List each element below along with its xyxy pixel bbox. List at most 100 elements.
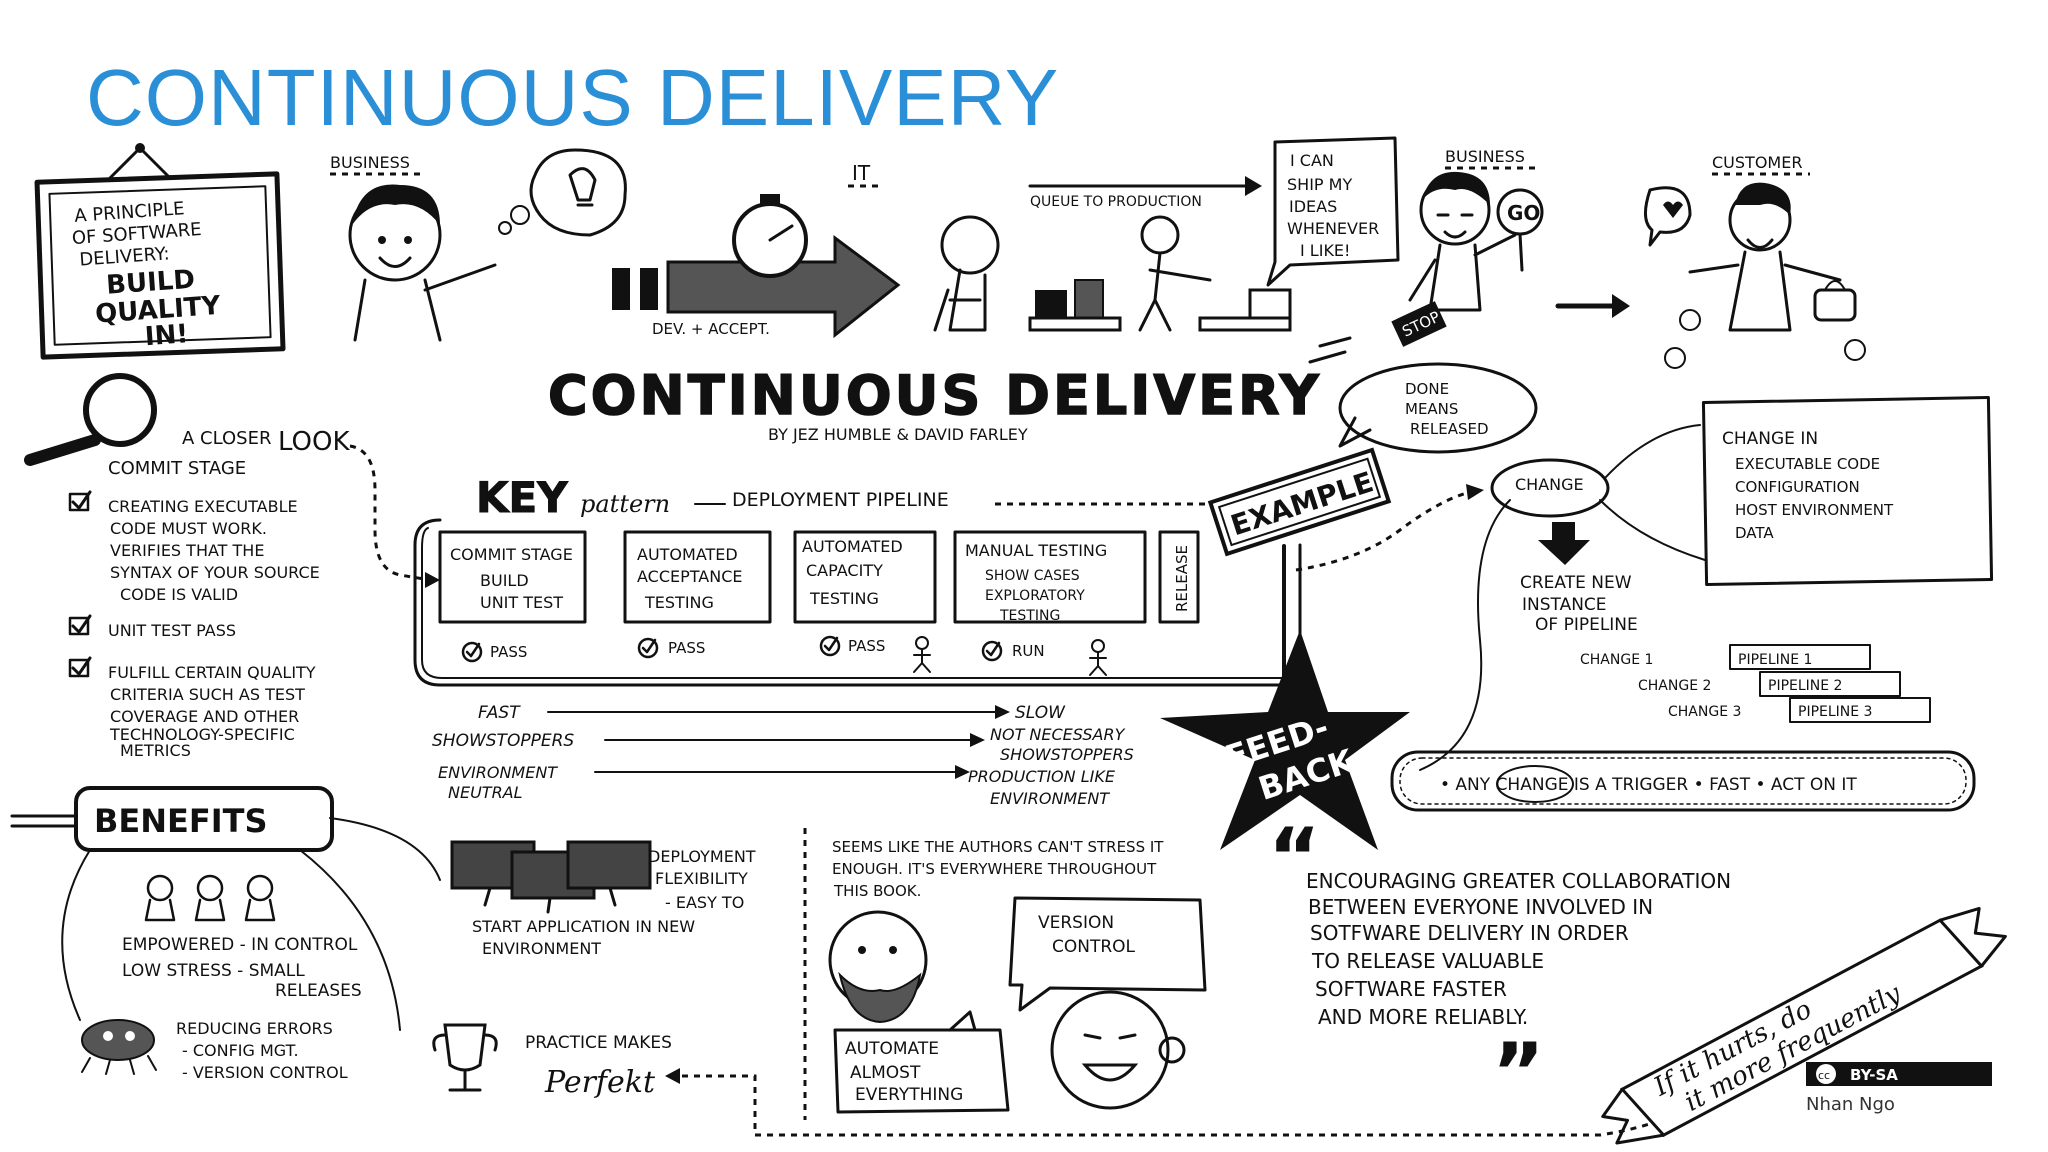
book-authors: BY JEZ HUMBLE & DAVID FARLEY xyxy=(768,425,1028,444)
change-box-item: HOST ENVIRONMENT xyxy=(1735,501,1894,519)
stage-title: MANUAL TESTING xyxy=(965,541,1107,560)
trophy-icon xyxy=(432,1023,498,1092)
stage-title: AUTOMATED xyxy=(637,545,738,564)
contrast-text: ENVIRONMENT xyxy=(438,763,558,782)
stage-box-capacity: AUTOMATED CAPACITY TESTING PASS xyxy=(793,530,937,673)
change-box-item: CONFIGURATION xyxy=(1735,478,1860,496)
closer-look-title: A CLOSER xyxy=(182,428,271,449)
stage-title: CAPACITY xyxy=(806,561,883,580)
go-sign: GO xyxy=(1507,201,1540,225)
note-text: ENOUGH. IT'S EVERYWHERE THROUGHOUT xyxy=(832,860,1157,878)
stage-status: RUN xyxy=(1012,642,1045,660)
it-label: IT xyxy=(852,161,871,185)
stage-status: PASS xyxy=(848,637,885,655)
benefit-text: LOW STRESS - SMALL xyxy=(122,961,305,981)
people-icon xyxy=(144,874,276,922)
top-flow: BUSINESS IT DEV. + AC xyxy=(330,136,1866,369)
benefit-text: ENVIRONMENT xyxy=(482,939,601,958)
closer-item: CRITERIA SUCH AS TEST xyxy=(110,685,305,704)
release-label: RELEASE xyxy=(1173,545,1191,612)
business-label: BUSINESS xyxy=(330,153,410,172)
vc-text: CONTROL xyxy=(1052,937,1136,957)
closer-item: METRICS xyxy=(120,741,191,760)
ship-text: I CAN xyxy=(1290,151,1334,170)
benefit-text: RELEASES xyxy=(275,981,362,1001)
benefits-section: BENEFITS EMPOWERED - IN CONTROL LOW STRE… xyxy=(10,786,1722,1137)
vc-text: VERSION xyxy=(1038,913,1114,933)
benefit-text: START APPLICATION IN NEW xyxy=(472,917,695,936)
contrast-list: FAST SLOW SHOWSTOPPERS NOT NECESSARY SHO… xyxy=(432,703,1134,808)
closer-look: A CLOSER LOOK COMMIT STAGE CREATING EXEC… xyxy=(24,373,440,760)
closer-item: CODE IS VALID xyxy=(120,585,238,604)
closer-item: UNIT TEST PASS xyxy=(108,621,236,640)
pipeline-row: PIPELINE 2 xyxy=(1768,678,1842,694)
customer-icon xyxy=(1644,182,1866,369)
business-person-icon xyxy=(348,184,497,342)
stage-status: PASS xyxy=(490,643,527,661)
done-text: MEANS xyxy=(1405,400,1458,418)
stage-box-commit: COMMIT STAGE BUILD UNIT TEST PASS xyxy=(438,530,587,663)
business-label-2: BUSINESS xyxy=(1445,147,1525,166)
tester-icon xyxy=(1089,639,1107,676)
quote-line: SOTFWARE DELIVERY IN ORDER xyxy=(1310,921,1629,945)
closer-item: COVERAGE AND OTHER xyxy=(110,707,299,726)
book-title-block: CONTINUOUS DELIVERY BY JEZ HUMBLE & DAVI… xyxy=(547,336,1538,454)
customer-label: CUSTOMER xyxy=(1712,153,1802,172)
license-label: BY-SA xyxy=(1850,1066,1898,1084)
automate-text: ALMOST xyxy=(850,1063,921,1083)
principle-frame: A PRINCIPLE OF SOFTWARE DELIVERY: BUILD … xyxy=(34,143,286,360)
monitors-icon xyxy=(450,840,652,914)
ship-text: IDEAS xyxy=(1289,197,1337,216)
feedback-star: FEED- BACK xyxy=(1160,630,1410,850)
key-label: KEY xyxy=(476,473,568,522)
closer-look-subtitle: COMMIT STAGE xyxy=(108,458,246,479)
authors-note: SEEMS LIKE THE AUTHORS CAN'T STRESS IT E… xyxy=(803,828,1207,1120)
cc-icon: cc xyxy=(1818,1069,1830,1082)
benefit-text: DEPLOYMENT xyxy=(648,847,756,866)
change-row: CHANGE 1 xyxy=(1580,652,1653,668)
deployment-pipeline: KEY pattern DEPLOYMENT PIPELINE COMMIT S… xyxy=(413,447,1484,690)
automate-text: EVERYTHING xyxy=(855,1085,963,1105)
change-box-item: EXECUTABLE CODE xyxy=(1735,455,1880,473)
closer-item: CODE MUST WORK. xyxy=(110,519,267,538)
dev-accept-label: DEV. + ACCEPT. xyxy=(652,320,770,338)
perfekt-text: Perfekt xyxy=(544,1065,656,1100)
stage-body: EXPLORATORY xyxy=(985,588,1085,604)
banner: If it hurts, do it more frequently xyxy=(1601,906,2007,1145)
closer-item: TECHNOLOGY-SPECIFIC xyxy=(109,725,295,744)
stage-body: UNIT TEST xyxy=(480,593,563,612)
stage-body: TESTING xyxy=(809,589,879,608)
example-sign: EXAMPLE xyxy=(1207,447,1392,557)
quote-line: TO RELEASE VALUABLE xyxy=(1311,949,1544,973)
business-person-go-stop-icon: GO STOP xyxy=(1391,171,1544,347)
smiling-author-icon xyxy=(1050,990,1186,1110)
change-row: CHANGE 3 xyxy=(1668,704,1741,720)
open-quote-icon: “ xyxy=(1268,811,1321,904)
magnifier-icon xyxy=(24,373,157,466)
contrast-text: FAST xyxy=(478,703,521,723)
closer-item: FULFILL CERTAIN QUALITY xyxy=(108,663,316,682)
trigger-text: • ANY CHANGE IS A TRIGGER • FAST • ACT O… xyxy=(1440,775,1857,795)
pipeline-row: PIPELINE 1 xyxy=(1738,652,1812,668)
contrast-text: SLOW xyxy=(1015,703,1066,723)
benefit-text: EMPOWERED - IN CONTROL xyxy=(122,935,358,955)
queue-label: QUEUE TO PRODUCTION xyxy=(1030,194,1202,210)
stage-status: PASS xyxy=(668,639,705,657)
stage-body: TESTING xyxy=(644,593,714,612)
benefit-text: - EASY TO xyxy=(665,893,744,912)
tester-icon xyxy=(913,636,931,673)
quote-section: “ ENCOURAGING GREATER COLLABORATION BETW… xyxy=(1268,811,2007,1145)
stage-title: COMMIT STAGE xyxy=(450,545,573,564)
stage-box-release: RELEASE xyxy=(1158,530,1200,624)
dev-accept-arrow xyxy=(612,194,901,339)
close-quote-icon: ” xyxy=(1492,1026,1545,1119)
principle-text: BUILD xyxy=(105,265,196,301)
stage-body: BUILD xyxy=(480,571,529,590)
ship-text: I LIKE! xyxy=(1300,241,1350,260)
note-text: SEEMS LIKE THE AUTHORS CAN'T STRESS IT xyxy=(832,838,1164,856)
closer-item: VERIFIES THAT THE xyxy=(110,541,264,560)
benefit-text: - VERSION CONTROL xyxy=(182,1063,348,1082)
change-row: CHANGE 2 xyxy=(1638,678,1711,694)
benefit-text: FLEXIBILITY xyxy=(655,869,748,888)
